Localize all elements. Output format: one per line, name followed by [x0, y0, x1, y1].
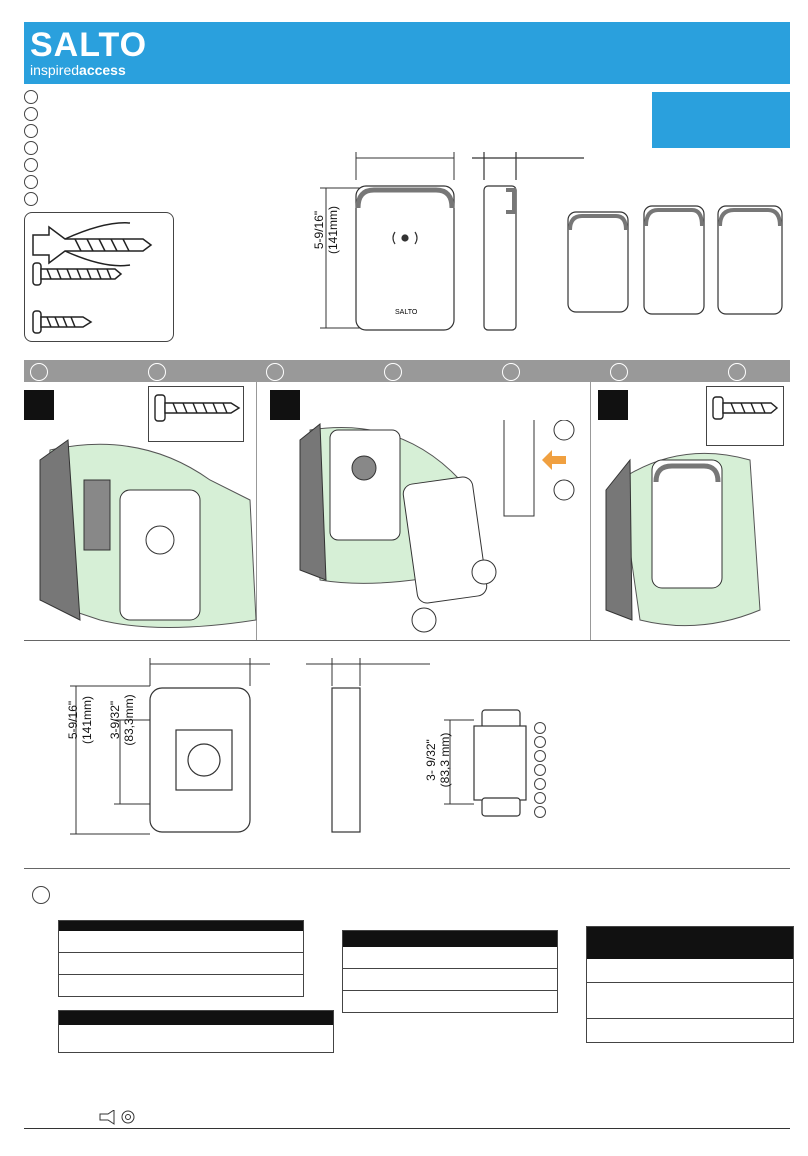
- language-circle: [534, 722, 546, 734]
- wall-step-3: [605, 452, 761, 627]
- step-circle: [502, 363, 520, 381]
- language-circle: [534, 736, 546, 748]
- reader-front: [355, 185, 455, 331]
- section-divider: [24, 868, 790, 869]
- reader-variant-keypad: [717, 205, 783, 315]
- screw-icon: [154, 394, 241, 422]
- electrical-box-drawing: [444, 709, 527, 817]
- screw-icon: [32, 262, 123, 286]
- brand-logo: SALTO: [30, 26, 148, 64]
- step-circle: [610, 363, 628, 381]
- screw-callout: [706, 386, 784, 446]
- spec-table: [586, 926, 794, 1043]
- reader-brand-label: SALTO: [395, 309, 418, 316]
- step-circle: [728, 363, 746, 381]
- wall-step-2: [299, 420, 575, 633]
- spec-table: [58, 920, 304, 997]
- language-circle: [24, 158, 38, 172]
- step-number-block: [24, 390, 54, 420]
- parts-box: [24, 212, 174, 342]
- backplate-front: [149, 687, 251, 833]
- section-divider: [24, 640, 790, 641]
- screw-callout: [148, 386, 244, 442]
- language-circle: [534, 764, 546, 776]
- language-circle: [24, 192, 38, 206]
- language-box: [652, 92, 790, 148]
- footer-symbols: [99, 1110, 135, 1125]
- panel-divider: [256, 382, 257, 640]
- reader-side: [472, 152, 584, 331]
- spec-language-circle: [32, 886, 50, 904]
- steps-band: [24, 360, 790, 382]
- language-circle: [24, 90, 38, 104]
- header-bar: [24, 22, 790, 84]
- reader-variant-keypad-small: [643, 205, 705, 315]
- footer-rule: [24, 1128, 790, 1129]
- language-circle: [534, 792, 546, 804]
- installation-steps-drawing: [39, 420, 761, 633]
- spec-table: [342, 930, 558, 1013]
- reader-variant-rfid: [567, 211, 629, 313]
- box-height-dimension: 3- 9/32" (83,3 mm): [424, 732, 452, 788]
- wall-step-1: [39, 439, 257, 628]
- step-number-block: [598, 390, 628, 420]
- language-circle: [534, 778, 546, 790]
- brand-tagline: inspiredaccess: [30, 62, 126, 78]
- language-circle: [534, 806, 546, 818]
- backplate-drawing: [70, 658, 430, 835]
- language-circle: [24, 124, 38, 138]
- language-circle: [534, 750, 546, 762]
- backplate-height-dimension: 5-9/16" (141mm): [66, 696, 94, 745]
- circle-icon: [121, 1110, 135, 1124]
- language-circle: [24, 107, 38, 121]
- screw-icon: [32, 310, 93, 334]
- language-circle: [24, 175, 38, 189]
- language-circle: [24, 141, 38, 155]
- parts-illustration: [32, 222, 153, 334]
- step-circle: [148, 363, 166, 381]
- backplate-side: [331, 687, 361, 833]
- panel-divider: [590, 382, 591, 640]
- height-dimension: 5-9/16" (141mm): [312, 206, 340, 255]
- triangle-icon: [99, 1110, 115, 1125]
- screw-icon: [712, 396, 779, 420]
- wall-plug-icon: [32, 222, 153, 267]
- step-circle: [30, 363, 48, 381]
- step-number-block: [270, 390, 300, 420]
- product-overview-drawing: SALTO: [320, 152, 783, 331]
- backplate-inner-dimension: 3-9/32" (83,3mm): [108, 694, 136, 746]
- spec-table: [58, 1010, 334, 1053]
- step-circle: [384, 363, 402, 381]
- step-circle: [266, 363, 284, 381]
